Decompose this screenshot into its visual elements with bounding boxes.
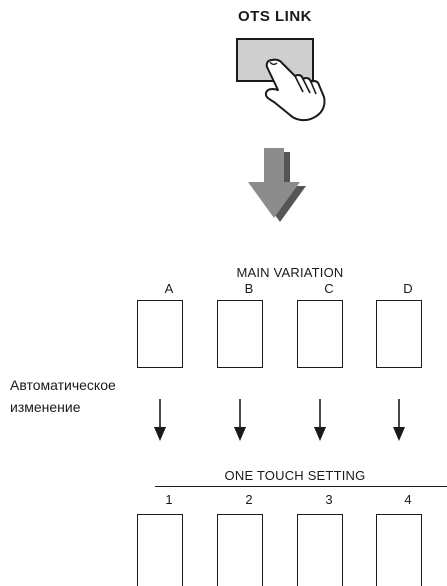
down-arrow-icon: [234, 399, 246, 441]
variation-label-a: A: [164, 281, 174, 296]
variation-button-b[interactable]: [217, 300, 263, 368]
main-variation-title: MAIN VARIATION: [236, 265, 344, 280]
ots-link-title: OTS LINK: [238, 8, 312, 25]
down-arrow-icon: [393, 399, 405, 441]
auto-change-label: Автоматическое изменение: [10, 374, 170, 418]
one-touch-setting-title: ONE TOUCH SETTING: [224, 468, 366, 483]
down-arrow-icon: [314, 399, 326, 441]
ots-label-2: 2: [245, 492, 253, 507]
ots-button-4[interactable]: [376, 514, 422, 586]
down-arrow-icon: [154, 399, 166, 441]
section-divider: [155, 486, 447, 488]
auto-change-label-line2: изменение: [10, 399, 81, 415]
pointing-hand-icon: [264, 58, 326, 122]
variation-button-d[interactable]: [376, 300, 422, 368]
ots-button-2[interactable]: [217, 514, 263, 586]
variation-button-a[interactable]: [137, 300, 183, 368]
variation-label-b: B: [244, 281, 254, 296]
ots-label-1: 1: [165, 492, 173, 507]
variation-button-c[interactable]: [297, 300, 343, 368]
ots-button-3[interactable]: [297, 514, 343, 586]
down-arrow-icon: [248, 148, 306, 222]
ots-button-1[interactable]: [137, 514, 183, 586]
ots-label-4: 4: [404, 492, 412, 507]
variation-label-c: C: [324, 281, 334, 296]
auto-change-label-line1: Автоматическое: [10, 377, 116, 393]
variation-label-d: D: [403, 281, 413, 296]
ots-label-3: 3: [325, 492, 333, 507]
